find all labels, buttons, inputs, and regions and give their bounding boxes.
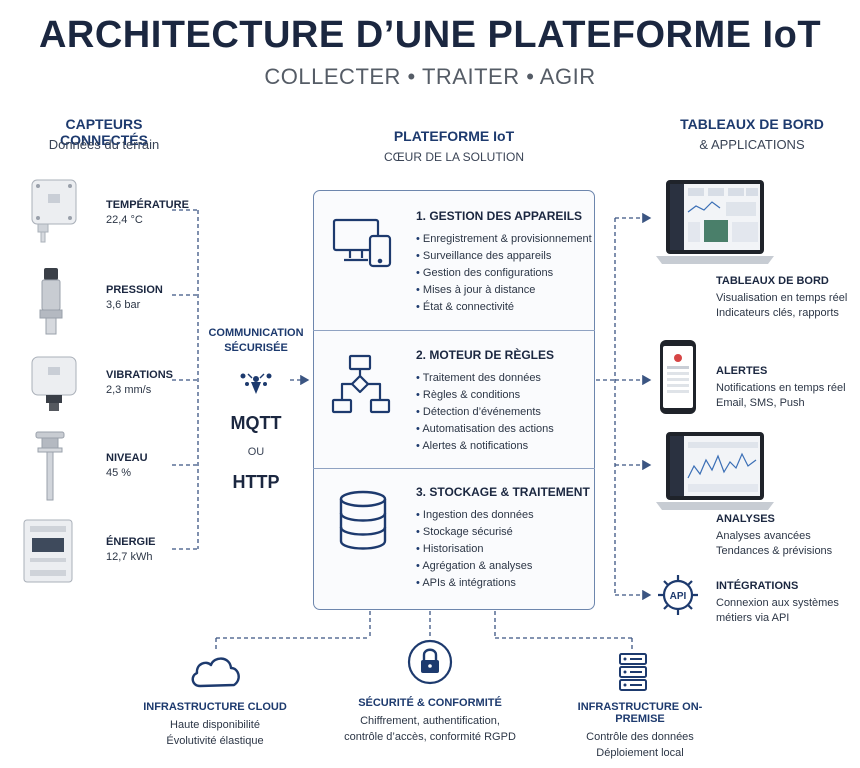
antenna-signal-icon — [240, 373, 272, 394]
module-title: 1. GESTION DES APPAREILS — [416, 209, 583, 223]
protocol-mqtt: MQTT — [230, 413, 282, 433]
list-item: Enregistrement & provisionnement — [416, 231, 592, 248]
api-gear-icon: API — [655, 572, 701, 618]
page-title: ARCHITECTURE D’UNE PLATEFORME IoT — [38, 14, 822, 56]
temperature-sensor-icon — [31, 179, 77, 243]
level-sensor-icon — [35, 431, 65, 501]
module-title: 2. MOTEUR DE RÈGLES — [416, 348, 555, 362]
output-line: Connexion aux systèmes — [716, 597, 839, 609]
list-item: Gestion des configurations — [416, 265, 592, 282]
output-line: Visualisation en temps réel — [716, 292, 848, 304]
output-line: Tendances & prévisions — [716, 545, 833, 557]
sensor-value: 22,4 °C — [106, 214, 143, 226]
protocol-or: OU — [247, 446, 265, 458]
infra-title: INFRASTRUCTURE ON-PREMISE — [577, 701, 703, 725]
module-title: 3. STOCKAGE & TRAITEMENT — [416, 485, 590, 499]
outputs-section-title: TABLEAUX DE BORD — [680, 116, 824, 132]
sensor-label: NIVEAU — [106, 452, 148, 464]
sensor-label: ÉNERGIE — [106, 536, 156, 548]
list-item: Alertes & notifications — [416, 438, 554, 455]
list-item: Automatisation des actions — [416, 421, 554, 438]
list-item: Mises à jour à distance — [416, 282, 592, 299]
list-item: Règles & conditions — [416, 387, 554, 404]
page-subtitle: COLLECTER • TRAITER • AGIR — [264, 64, 596, 89]
infra-line: Haute disponibilité — [170, 719, 260, 731]
sensors-section-subtitle: Données du terrain — [48, 137, 160, 152]
output-title: INTÉGRATIONS — [716, 580, 799, 592]
communication-title-secure: SÉCURISÉE — [224, 342, 288, 354]
sensor-value: 45 % — [106, 467, 132, 479]
dashboard-laptop-icon — [656, 180, 774, 264]
module-list: Traitement des données Règles & conditio… — [416, 370, 554, 455]
list-item: Historisation — [416, 541, 590, 558]
protocol-http: HTTP — [232, 472, 280, 492]
module-list: Enregistrement & provisionnement Surveil… — [416, 231, 592, 316]
platform-subtitle: CŒUR DE LA SOLUTION — [383, 150, 525, 164]
analytics-laptop-icon — [656, 432, 774, 510]
output-title: ANALYSES — [716, 513, 775, 525]
pressure-sensor-icon — [39, 268, 63, 335]
list-item: Agrégation & analyses — [416, 558, 590, 575]
output-line: métiers via API — [716, 612, 790, 624]
module-divider — [313, 330, 595, 331]
sensor-value: 3,6 bar — [106, 299, 141, 311]
output-title: ALERTES — [716, 365, 768, 377]
outputs-section-subtitle: & APPLICATIONS — [699, 137, 805, 152]
infra-line: Déploiement local — [596, 747, 684, 759]
list-item: Traitement des données — [416, 370, 554, 387]
output-line: Notifications en temps réel — [716, 382, 846, 394]
output-line: Email, SMS, Push — [716, 397, 805, 409]
list-item: Ingestion des données — [416, 507, 590, 524]
sensor-label: VIBRATIONS — [106, 369, 174, 381]
output-line: Indicateurs clés, rapports — [716, 307, 839, 319]
list-item: État & connectivité — [416, 299, 592, 316]
infra-line: Chiffrement, authentification, — [360, 715, 500, 727]
sensors-section-title: CAPTEURS CONNECTÉS — [60, 116, 148, 148]
smartphone-alert-icon — [660, 340, 696, 414]
list-item: Stockage sécurisé — [416, 524, 590, 541]
sensor-label: TEMPÉRATURE — [106, 199, 189, 211]
list-item: Surveillance des appareils — [416, 248, 592, 265]
output-line: Analyses avancées — [716, 530, 811, 542]
module-divider — [313, 468, 595, 469]
module-list: Ingestion des données Stockage sécurisé … — [416, 507, 590, 592]
lock-icon — [407, 639, 453, 685]
sensor-label: PRESSION — [106, 284, 163, 296]
sensor-value: 2,3 mm/s — [106, 384, 152, 396]
infra-title: SÉCURITÉ & CONFORMITÉ — [358, 697, 502, 709]
vibration-sensor-icon — [31, 356, 77, 411]
infra-line: Évolutivité élastique — [166, 735, 264, 747]
list-item: Détection d’événements — [416, 404, 554, 421]
communication-title: COMMUNICATION — [208, 327, 304, 339]
database-icon — [339, 490, 387, 550]
output-title: TABLEAUX DE BORD — [716, 275, 829, 287]
infra-title: INFRASTRUCTURE CLOUD — [143, 701, 287, 713]
energy-meter-icon — [23, 519, 73, 583]
cloud-icon — [191, 657, 240, 688]
server-icon — [619, 653, 647, 691]
devices-icon — [332, 218, 392, 268]
infra-line: Contrôle des données — [586, 731, 694, 743]
sensor-value: 12,7 kWh — [106, 551, 153, 563]
api-badge: API — [670, 591, 687, 602]
list-item: APIs & intégrations — [416, 575, 590, 592]
platform-title: PLATEFORME IoT — [393, 128, 515, 144]
infra-line: contrôle d’accès, conformité RGPD — [344, 731, 516, 743]
flowchart-icon — [331, 354, 391, 414]
